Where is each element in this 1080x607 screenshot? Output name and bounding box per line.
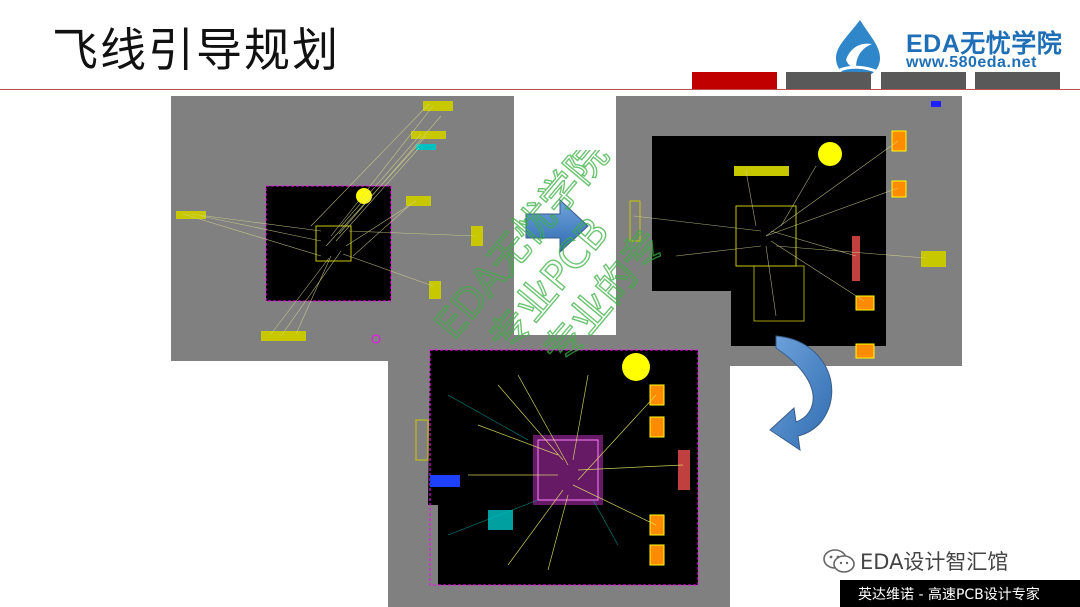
footer-tagline: 英达维诺 - 高速PCB设计专家 — [858, 587, 1040, 603]
wechat-icon — [823, 549, 855, 573]
brand-name: EDA无忧学院 — [906, 30, 1063, 58]
header-divider — [0, 89, 1080, 90]
brand-url[interactable]: www.580eda.net — [906, 54, 1037, 71]
arrow-right-icon — [525, 198, 589, 254]
pcb-placement-image — [629, 101, 946, 359]
water-drop-logo-icon — [836, 20, 880, 78]
wechat-account-name: EDA设计智汇馆 — [860, 550, 1009, 574]
pcb-screenshot-initial — [171, 96, 514, 361]
pcb-ratsnest-image — [176, 101, 483, 344]
header-tab — [786, 72, 871, 89]
slide-title: 飞线引导规划 — [52, 23, 340, 77]
header-tab — [975, 72, 1060, 89]
header-tab-active — [692, 72, 777, 89]
pcb-screenshot-placed — [616, 96, 962, 366]
brand-logo[interactable]: EDA无忧学院 www.580eda.net — [826, 18, 1071, 80]
wechat-account[interactable]: EDA设计智汇馆 — [822, 546, 1008, 576]
header-tab — [881, 72, 966, 89]
footer-bar — [840, 580, 1080, 607]
curved-arrow-icon — [769, 335, 833, 452]
pcb-routing-image — [415, 349, 699, 586]
pcb-screenshot-routed — [388, 335, 730, 607]
